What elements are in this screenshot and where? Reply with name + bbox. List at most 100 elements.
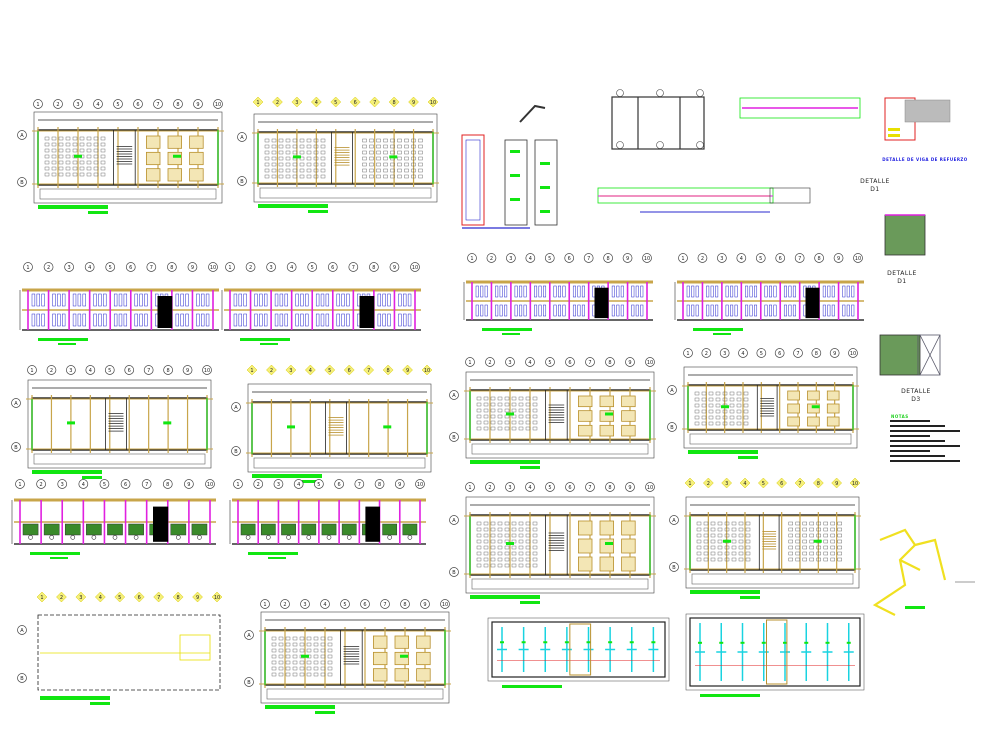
window-pane <box>484 285 488 298</box>
window-pane <box>254 313 258 327</box>
light-tag <box>804 641 809 644</box>
grid-bubble-label: 4 <box>88 265 91 271</box>
desk-icon <box>497 402 503 407</box>
window-pane <box>480 304 484 317</box>
window-pane <box>113 313 118 327</box>
lab-table <box>394 668 409 682</box>
window-pane <box>205 293 210 307</box>
grid-bubble-diamond <box>94 591 106 603</box>
window-pane <box>320 313 325 327</box>
grid-bubble-label: 9 <box>186 368 189 374</box>
desk-icon <box>525 521 531 526</box>
window-axis-bubble <box>656 89 664 97</box>
desk-icon <box>802 539 807 544</box>
desk-icon <box>504 402 510 407</box>
desk-icon <box>703 533 709 538</box>
grid-bubble: 4 <box>293 479 304 489</box>
grid-bubble: 8 <box>163 365 173 375</box>
row-bubble: B <box>237 176 247 186</box>
desk-icon <box>404 156 409 161</box>
window-pane <box>846 285 850 298</box>
desk-icon <box>58 142 64 147</box>
grid-bubble: 5 <box>340 599 350 609</box>
desk-icon <box>830 533 835 538</box>
grid-bubble-diamond <box>369 96 381 108</box>
grid-bubble-label: 6 <box>780 481 783 487</box>
stair-core <box>756 384 778 431</box>
desk-icon <box>694 397 700 402</box>
room-tag <box>173 154 181 158</box>
window-pane <box>710 285 714 298</box>
grid-bubble-circle <box>187 262 198 272</box>
desk-icon <box>271 672 277 677</box>
desk-icon <box>710 551 716 556</box>
window-pane <box>543 285 547 298</box>
desk-icon <box>518 414 524 419</box>
grid-bubble-label: 1 <box>40 595 43 601</box>
desk-icon <box>320 666 326 671</box>
fixture-icon <box>306 535 312 540</box>
desk-icon <box>278 672 284 677</box>
desk-icon <box>313 150 319 155</box>
plan-outline <box>465 496 655 594</box>
window-pane <box>279 313 284 327</box>
window-pane <box>325 293 330 307</box>
desk-icon <box>100 154 106 159</box>
desk-icon <box>809 521 814 526</box>
plan-outline <box>683 366 858 449</box>
grid-bubble-circle <box>93 99 103 109</box>
grid-bubble: 4 <box>93 99 103 109</box>
desk-icon <box>476 414 482 419</box>
window-detail <box>611 89 705 150</box>
desk-icon <box>823 545 828 550</box>
window-pane <box>185 313 189 327</box>
grid-bubble-label: 10 <box>214 595 220 601</box>
desk-icon <box>411 150 416 155</box>
desk-icon <box>362 174 367 179</box>
row-bubble-circle <box>669 562 679 572</box>
desk-icon <box>504 563 510 568</box>
window-pane <box>300 313 304 327</box>
desk-icon <box>418 144 423 149</box>
desk-icon <box>708 421 714 426</box>
grid-bubble-label: 10 <box>442 602 448 608</box>
row-bubble-label: A <box>452 393 456 399</box>
grid-bubble-label: 2 <box>56 102 59 108</box>
grid-bubble-diamond <box>739 477 751 489</box>
desk-icon <box>390 162 395 167</box>
grid-bubble-label: 6 <box>136 102 139 108</box>
window-pane <box>325 313 330 327</box>
desk-icon <box>483 396 489 401</box>
grid-bubble: 8 <box>811 348 822 358</box>
grid-bubble-diamond <box>324 364 336 376</box>
lab-table <box>416 668 431 682</box>
row-bubble: A <box>11 398 21 408</box>
lab-table <box>578 556 593 572</box>
window-pane <box>57 313 61 327</box>
grid-bubble: 9 <box>182 365 193 375</box>
lab-table <box>599 538 614 554</box>
window-pane <box>305 293 309 307</box>
desk-icon <box>476 533 482 538</box>
desk-icon <box>51 148 57 153</box>
desk-icon <box>476 563 482 568</box>
desk-icon <box>532 557 538 562</box>
desk-icon <box>745 551 751 556</box>
desk-icon <box>694 421 700 426</box>
grid-bubble-label: 3 <box>68 265 71 271</box>
window-pane <box>57 293 61 307</box>
window-pane <box>851 304 855 317</box>
grid-bubble-diamond <box>812 477 824 489</box>
grid-bubble: 6 <box>564 253 575 263</box>
grid-bubble-label: 3 <box>509 256 512 262</box>
grid-bubble: 5 <box>545 482 555 492</box>
stair-core <box>331 131 353 185</box>
desk-icon <box>271 666 277 671</box>
grid-bubble-label: 10 <box>424 368 430 374</box>
grid-bubble: 6 <box>124 365 135 375</box>
corridor-outline <box>253 457 426 469</box>
grid-bubble: 6 <box>125 262 136 272</box>
desk-icon <box>511 545 517 550</box>
